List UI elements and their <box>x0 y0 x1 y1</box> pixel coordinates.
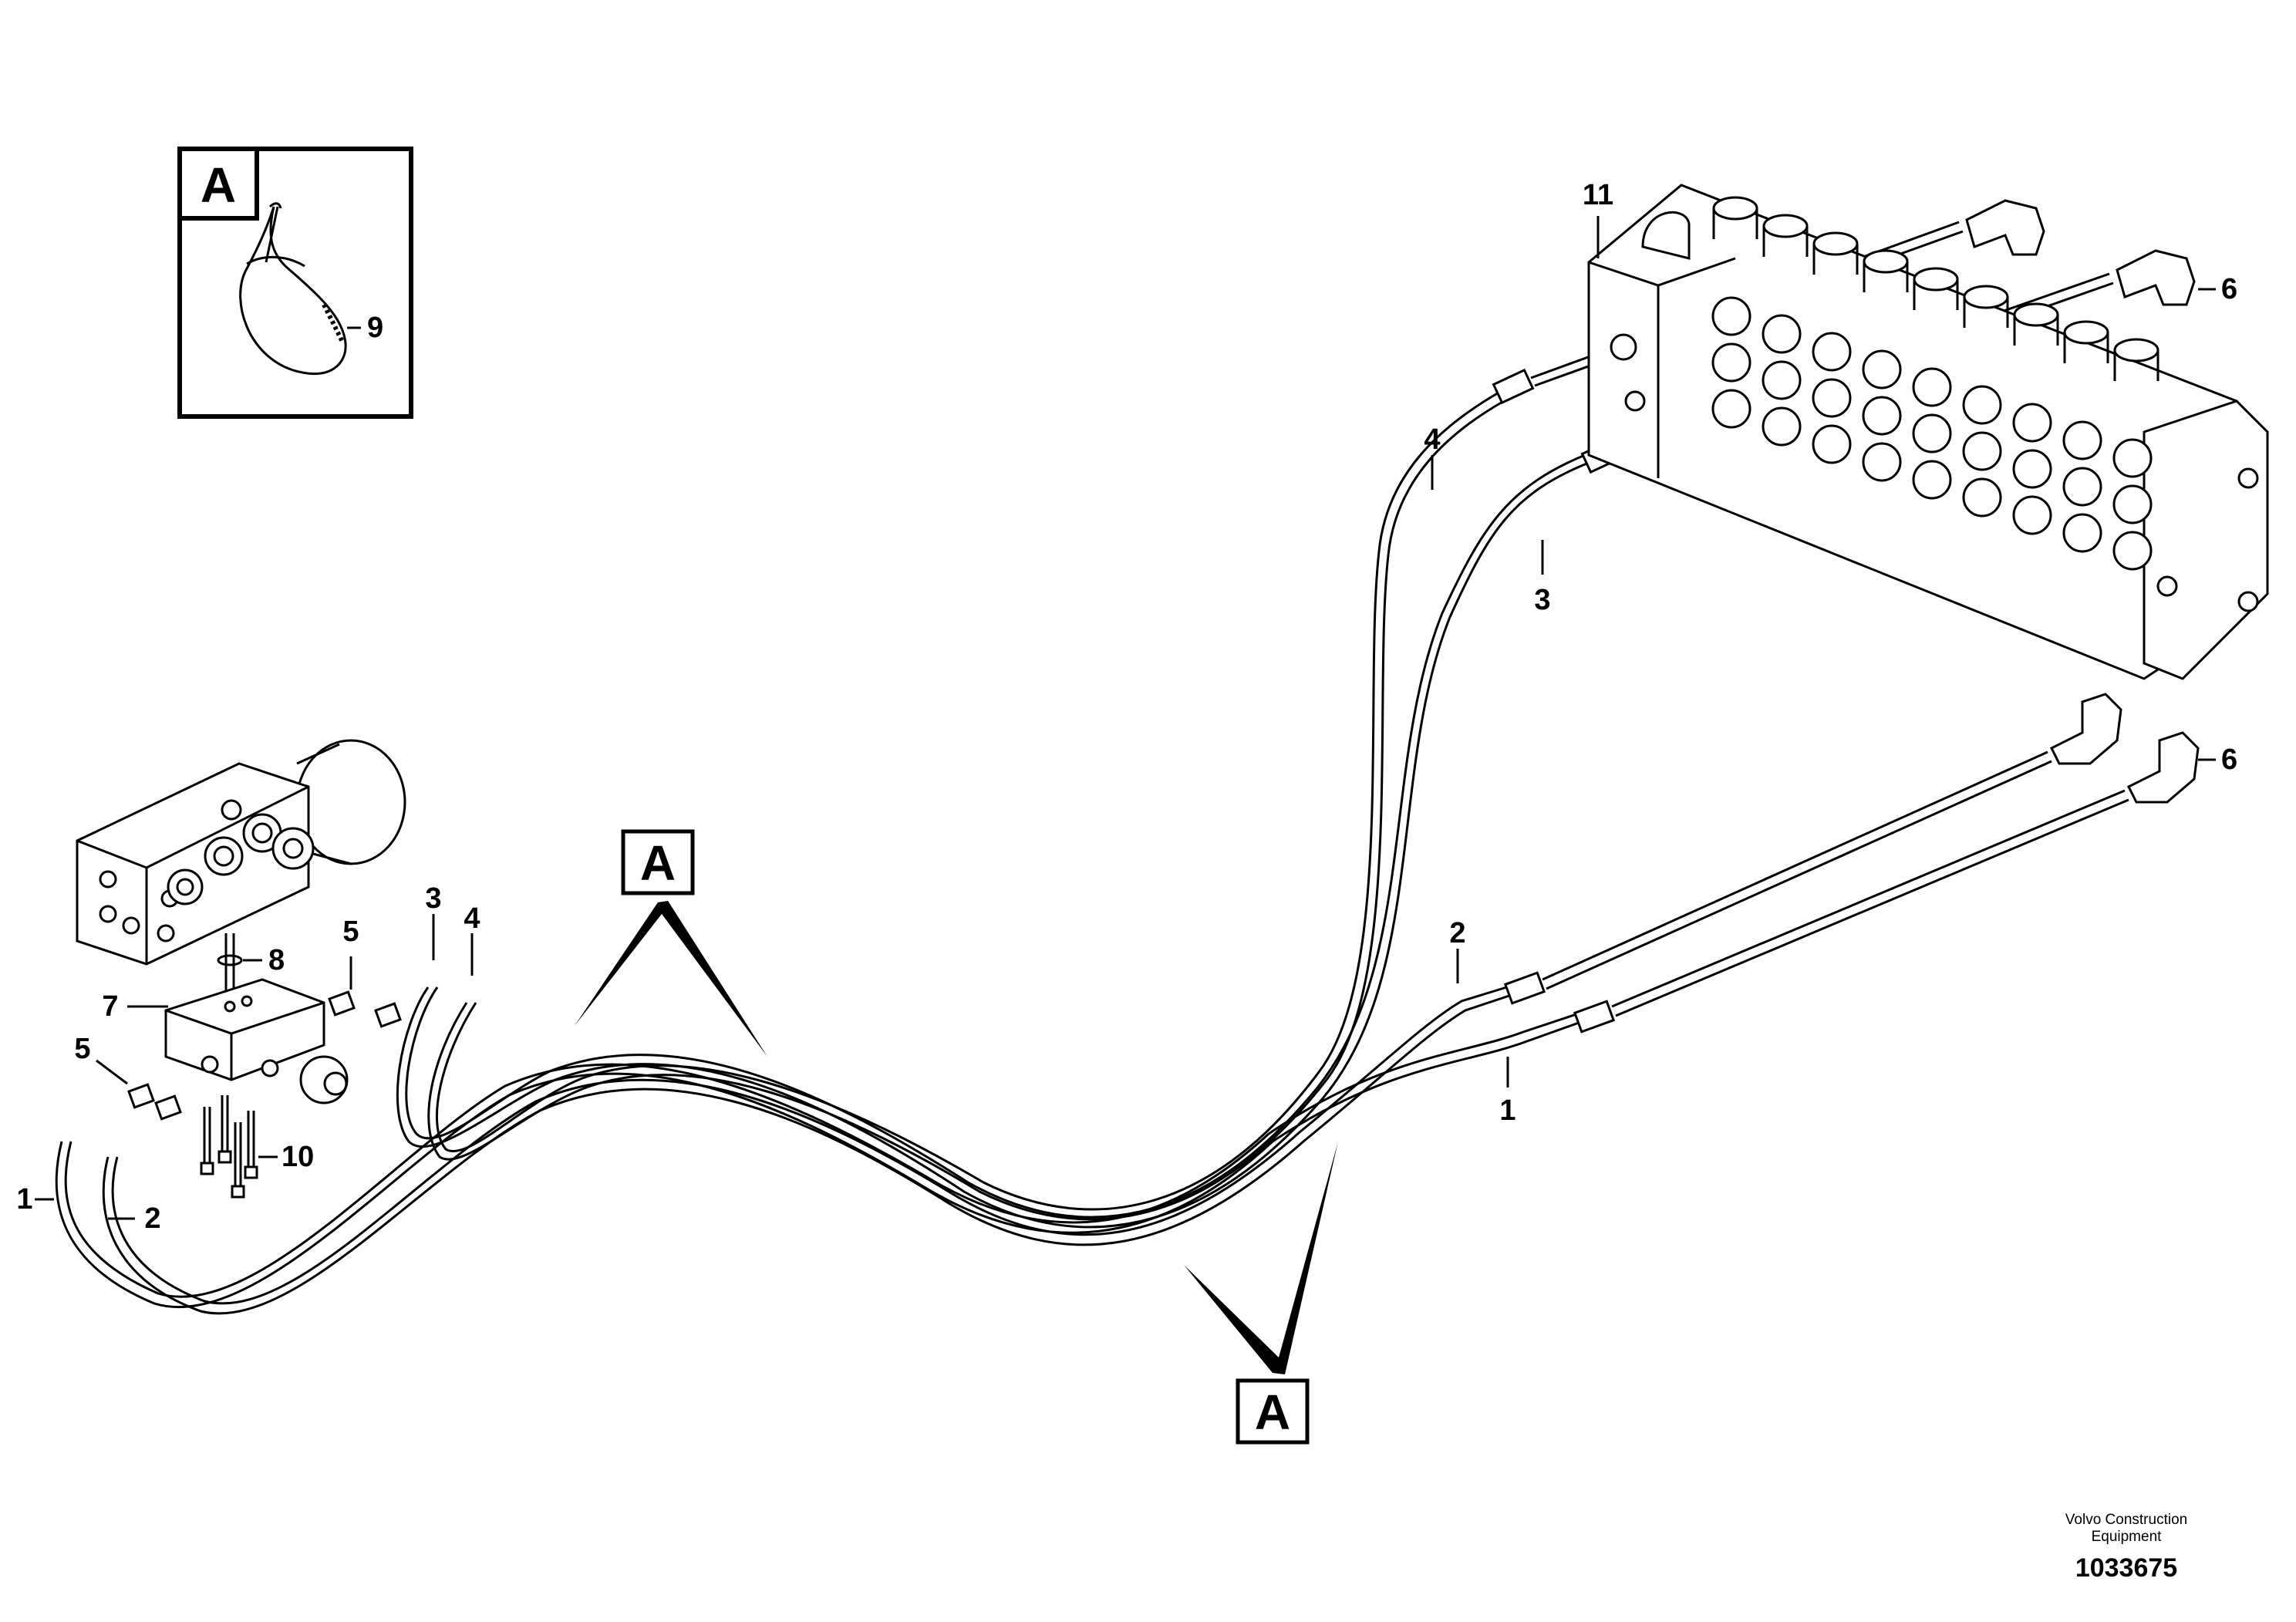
adapter-plate <box>164 978 349 1104</box>
port-boss <box>1962 431 2002 471</box>
port-boss <box>1762 360 1802 400</box>
document-number: 1033675 <box>2075 1553 2178 1583</box>
port-boss <box>2062 467 2102 507</box>
hose-end-fittings <box>1492 368 1623 1034</box>
bolts <box>200 1095 258 1199</box>
callout-2-left: 2 <box>144 1202 160 1235</box>
spool-body <box>2113 350 2159 381</box>
port-boss <box>1862 442 1902 482</box>
callout-2-right: 2 <box>1449 917 1465 949</box>
valve-spool-sections <box>1711 196 2159 571</box>
elbow-fittings <box>1965 199 2200 804</box>
spool-body <box>1913 279 1959 310</box>
spool-body <box>1812 244 1859 275</box>
detail-a-upper: A <box>575 829 767 1057</box>
port-boss <box>1711 389 1752 429</box>
port-boss <box>1962 385 2002 425</box>
port-boss <box>1912 460 1952 500</box>
callout-3-upper: 3 <box>425 882 441 915</box>
port-boss <box>1711 342 1752 383</box>
callout-1-left: 1 <box>16 1183 32 1216</box>
cable-tie-icon <box>239 202 347 375</box>
callout-10: 10 <box>282 1141 314 1173</box>
callout-1-right: 1 <box>1499 1094 1515 1127</box>
callout-5-upper: 5 <box>342 916 359 948</box>
inset-detail-label: A <box>201 157 236 213</box>
callout-7: 7 <box>102 990 118 1023</box>
detail-a-lower: A <box>1184 1141 1338 1445</box>
port-boss <box>1912 413 1952 454</box>
callout-9: 9 <box>367 312 383 344</box>
spool-body <box>2063 332 2109 363</box>
port-boss <box>2012 495 2052 535</box>
spool-cap <box>1963 285 2009 309</box>
port-boss <box>1962 477 2002 518</box>
port-boss <box>1711 296 1752 336</box>
pilot-valve-assembly <box>76 739 406 966</box>
spool-cap <box>2063 320 2109 345</box>
port-boss <box>1862 396 1902 436</box>
spool-cap <box>1712 196 1758 221</box>
port-boss <box>2112 484 2153 524</box>
spool-cap <box>2013 302 2059 327</box>
port-boss <box>1812 424 1852 464</box>
callout-5-lower: 5 <box>74 1033 90 1065</box>
spool-body <box>2013 315 2059 346</box>
nipple-fittings <box>127 990 402 1121</box>
port-boss <box>2062 513 2102 553</box>
callout-11: 11 <box>1583 179 1613 211</box>
port-boss <box>1912 367 1952 407</box>
port-boss <box>1762 406 1802 447</box>
detail-a-upper-label: A <box>640 835 676 891</box>
port-boss <box>2112 438 2153 478</box>
publisher-footer: Volvo Construction Equipment 1033675 <box>2011 1512 2242 1583</box>
port-boss <box>1812 378 1852 418</box>
spool-cap <box>1812 231 1859 256</box>
port-boss <box>2062 420 2102 460</box>
spool-body <box>1712 208 1758 239</box>
hydraulic-hoses <box>55 390 1590 1315</box>
detail-a-lower-label: A <box>1255 1384 1290 1440</box>
spool-cap <box>1863 249 1909 274</box>
port-boss <box>2012 449 2052 489</box>
port-boss <box>1812 332 1852 372</box>
brand-line-1: Volvo Construction <box>2065 1512 2188 1528</box>
brand-line-2: Equipment <box>2091 1529 2162 1545</box>
spool-cap <box>1762 214 1809 238</box>
callout-6-lower: 6 <box>2221 744 2237 776</box>
port-boss <box>2012 403 2052 443</box>
port-boss <box>1862 349 1902 389</box>
callout-3-right: 3 <box>1534 584 1550 616</box>
port-boss <box>2112 531 2153 571</box>
spool-body <box>1762 226 1809 257</box>
spool-body <box>1863 261 1909 292</box>
inset-detail-a: A 9 <box>177 147 413 419</box>
callout-8: 8 <box>268 944 285 976</box>
port-boss <box>1762 314 1802 354</box>
callout-4-right: 4 <box>1424 423 1440 456</box>
spool-body <box>1963 297 2009 328</box>
spool-cap <box>2113 338 2159 363</box>
callout-6-upper: 6 <box>2221 273 2237 305</box>
spool-cap <box>1913 267 1959 292</box>
callout-4-upper: 4 <box>464 902 480 935</box>
